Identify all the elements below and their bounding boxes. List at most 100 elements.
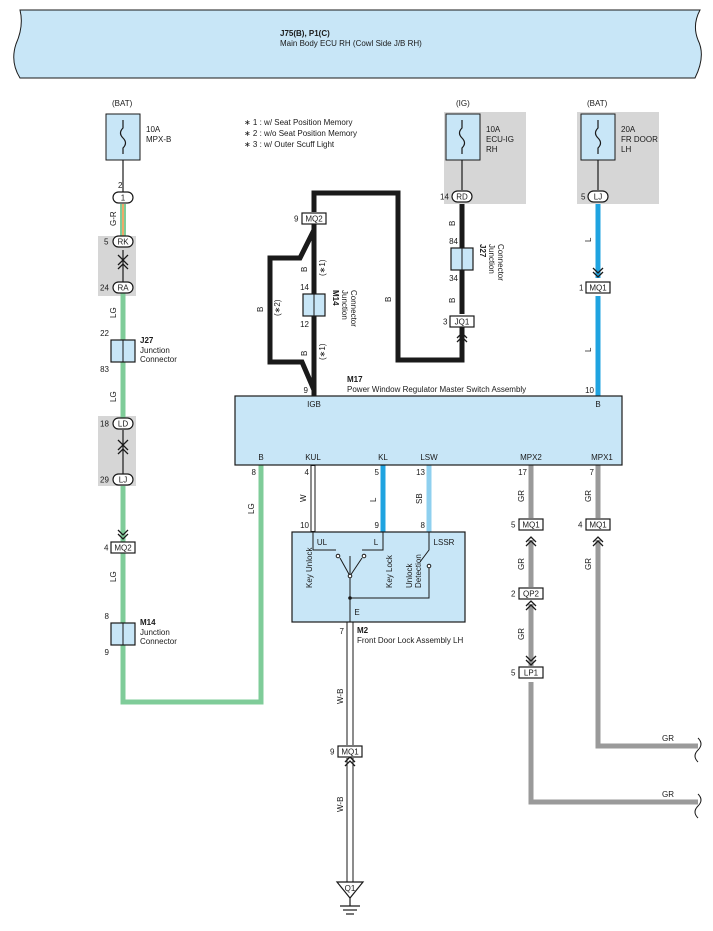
connector-mq1-right: MQ1 1 bbox=[579, 281, 611, 294]
chevron-down-icon bbox=[525, 655, 537, 666]
wire-label-b-bypass: B bbox=[256, 307, 265, 312]
fuse-ecuig-source: (IG) bbox=[456, 99, 470, 108]
junction-m14-left: 8 9 M14 Junction Connector bbox=[105, 612, 178, 657]
wire-lg-m14-m17b bbox=[120, 465, 264, 705]
connector-rd: RD 14 bbox=[440, 190, 473, 203]
connector-1-label: 1 bbox=[121, 194, 126, 203]
m17-name: Power Window Regulator Master Switch Ass… bbox=[347, 385, 526, 394]
junction-j27-right-pin-out: 34 bbox=[449, 274, 458, 283]
m17-pin-igb: 9 bbox=[304, 386, 309, 395]
m2-pin-l: 9 bbox=[375, 521, 380, 530]
connector-lj-left-pin: 29 bbox=[100, 476, 109, 485]
junction-j27-left-code: J27 bbox=[140, 336, 154, 345]
connector-qp2-label: QP2 bbox=[523, 590, 540, 599]
connector-qp2-pin: 2 bbox=[511, 590, 516, 599]
wire-label-gr-5: GR bbox=[517, 628, 526, 640]
wire-label-gr-1: GR bbox=[517, 490, 526, 502]
connector-mq2-left-label: MQ2 bbox=[114, 544, 132, 553]
connector-lj-right: LJ 5 bbox=[581, 190, 609, 203]
m17-terminal-mpx2: MPX2 bbox=[520, 453, 542, 462]
connector-mq2-top-shape bbox=[301, 212, 327, 225]
junction-j27-right-name1: Junction bbox=[487, 244, 496, 274]
wire-label-gr-orange: G-R bbox=[109, 211, 118, 226]
fuse-mpxb-symbol bbox=[119, 120, 127, 154]
fuse-mpxb: (BAT) 10A MPX-B bbox=[105, 99, 171, 161]
m2-pin-ul: 10 bbox=[300, 521, 309, 530]
m2-switch-pivot bbox=[347, 573, 353, 579]
junction-j27-left-name2: Connector bbox=[140, 355, 177, 364]
connector-lj-right-label: LJ bbox=[594, 193, 602, 202]
wire-label-wb-2: W-B bbox=[336, 797, 345, 812]
fuse-ecuig-box bbox=[445, 113, 481, 161]
connector-ld-pin: 18 bbox=[100, 420, 109, 429]
ground-label: Q1 bbox=[345, 884, 356, 893]
wire-break-mark-2 bbox=[694, 793, 702, 819]
junction-m14-center: 14 12 M14 Junction Connector bbox=[300, 283, 358, 329]
wire-break-mark-1 bbox=[694, 737, 702, 763]
junction-j27-left-pin-in: 22 bbox=[100, 329, 109, 338]
connector-jq1-pin: 3 bbox=[443, 318, 448, 327]
chevron-up-icon bbox=[525, 600, 537, 611]
m2-pin-lssr: 8 bbox=[421, 521, 426, 530]
junction-m14-center-code: M14 bbox=[331, 290, 340, 306]
fuse-mpxb-source: (BAT) bbox=[112, 99, 133, 108]
chevron-arrows bbox=[117, 254, 604, 767]
connector-jq1-shape bbox=[449, 315, 475, 328]
m17-pin-kul: 4 bbox=[305, 468, 310, 477]
wire-label-gr-2: GR bbox=[584, 490, 593, 502]
junction-j27-left: 22 83 J27 Junction Connector bbox=[100, 329, 177, 374]
wire-label-gr-3: GR bbox=[517, 558, 526, 570]
chevron-up-icon bbox=[456, 332, 468, 343]
variant-mark-s1-lower: (∗1) bbox=[318, 343, 327, 360]
junction-j27-left-name1: Junction bbox=[140, 346, 170, 355]
junction-m14-left-name2: Connector bbox=[140, 637, 177, 646]
connector-mq1-mpx1: MQ1 4 bbox=[578, 518, 611, 531]
connector-jq1: JQ1 3 bbox=[443, 315, 475, 328]
m17-pin-b-bottom: 8 bbox=[252, 468, 257, 477]
banner-name: Main Body ECU RH (Cowl Side J/B RH) bbox=[280, 39, 422, 48]
wire-label-b-jq1: B bbox=[448, 298, 457, 303]
wire-label-b-upper: B bbox=[300, 267, 309, 272]
chevron-down-icon bbox=[117, 439, 129, 446]
connector-rk: RK 5 bbox=[104, 235, 134, 248]
m2-code: M2 bbox=[357, 626, 369, 635]
legend-line-1: ∗ 1 : w/ Seat Position Memory bbox=[244, 118, 353, 127]
m17-terminal-b-bottom: B bbox=[258, 453, 263, 462]
wire-code-labels: G-R LG LG LG LG B (∗2) B (∗1) B (∗1) B B… bbox=[109, 211, 674, 812]
connector-mq1-right-pin: 1 bbox=[579, 284, 584, 293]
m2-switch-blade-ul bbox=[339, 557, 351, 577]
m17-pin-lsw: 13 bbox=[416, 468, 425, 477]
connector-mq1-mpx1-shape bbox=[585, 518, 611, 531]
connector-lp1-pin: 5 bbox=[511, 669, 516, 678]
fuse-frdoor-symbol bbox=[594, 120, 602, 154]
variant-mark-s2: (∗2) bbox=[273, 299, 282, 316]
wire-label-wb-1: W-B bbox=[336, 689, 345, 704]
connector-lp1: LP1 5 bbox=[511, 666, 544, 679]
connector-lj-left: LJ 29 bbox=[100, 473, 134, 486]
m17-code: M17 bbox=[347, 375, 363, 384]
m2-terminal-ul: UL bbox=[317, 538, 328, 547]
wire-label-lg-2: LG bbox=[109, 391, 118, 402]
wire-b-bypass-s2 bbox=[267, 228, 317, 391]
fuse-ecuig-location: RH bbox=[486, 145, 498, 154]
connector-mq2-top: MQ2 9 bbox=[294, 212, 327, 225]
m17-master-switch: M17 Power Window Regulator Master Switch… bbox=[234, 375, 623, 477]
m17-terminal-igb: IGB bbox=[307, 400, 321, 409]
connector-1: 1 2 bbox=[112, 181, 134, 204]
junction-m14-center-pin-in: 14 bbox=[300, 283, 309, 292]
junction-j27-right-pin-in: 84 bbox=[449, 237, 458, 246]
wire-label-l-1: L bbox=[584, 237, 593, 242]
connector-lj-left-shape bbox=[112, 473, 134, 486]
m17-terminal-lsw: LSW bbox=[420, 453, 438, 462]
m2-terminal-l: L bbox=[374, 538, 379, 547]
banner-code: J75(B), P1(C) bbox=[280, 29, 330, 38]
chevron-down-icon bbox=[592, 267, 604, 278]
connector-rk-label: RK bbox=[117, 238, 129, 247]
wire-b-jq1-mq2 bbox=[311, 190, 465, 363]
wire-label-gr-6: GR bbox=[662, 734, 674, 743]
wire-label-b-rd: B bbox=[448, 221, 457, 226]
wire-label-sb: SB bbox=[415, 493, 424, 504]
wire-label-w: W bbox=[299, 494, 308, 502]
connector-ld-label: LD bbox=[118, 420, 128, 429]
banner-shape bbox=[13, 9, 702, 79]
